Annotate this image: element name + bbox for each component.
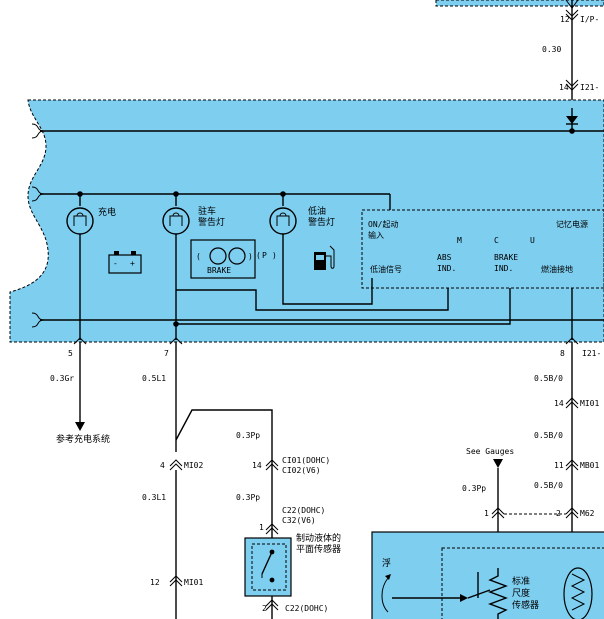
svg-text:(: ( xyxy=(256,251,261,260)
mid-conn-pin: 4 xyxy=(160,461,165,470)
fuel-bulb-icon xyxy=(269,194,373,305)
sender-label-1: 标准 xyxy=(512,575,530,587)
charge-bulb-icon xyxy=(66,194,94,340)
sender-label-2: 尺度 xyxy=(512,587,530,599)
on-start-2: 输入 xyxy=(368,230,384,240)
brake-ind-2: IND. xyxy=(494,264,513,273)
battery-plus: + xyxy=(130,259,135,268)
mcu-box xyxy=(361,209,604,289)
brake-ind-1: BRAKE xyxy=(494,253,518,262)
brake-warning-icon: ( ) BRAKE xyxy=(190,239,256,279)
top-pin-12: 12 xyxy=(560,15,570,24)
brake-pin1: 1 xyxy=(259,523,264,532)
fuel-label-2: 警告灯 xyxy=(308,216,335,228)
brake-c22-a: C22(DOHC) xyxy=(282,506,325,515)
parking-label-1: 驻车 xyxy=(198,205,216,217)
right-c3: M62 xyxy=(580,509,595,518)
parking-label-2: 警告灯 xyxy=(198,216,225,228)
brake-wire2: 0.3Pp xyxy=(236,493,260,502)
mcu-m: M xyxy=(457,236,462,245)
charge-label: 充电 xyxy=(98,206,116,218)
right-c2: MB01 xyxy=(580,461,599,470)
right-w3: 0.5B/0 xyxy=(534,481,563,490)
mid-conn2: MI01 xyxy=(184,578,203,587)
brake-conn-pin: 14 xyxy=(252,461,262,470)
battery-icon: - + xyxy=(108,251,142,274)
right-pin: 8 xyxy=(560,349,565,358)
mcu-u: U xyxy=(530,236,535,245)
right-w1: 0.5B/0 xyxy=(534,374,563,383)
brake-pin2: 2 xyxy=(262,604,267,613)
top-conn-12: I/P- xyxy=(580,15,599,24)
top-pin-14: 14 xyxy=(559,83,569,92)
mid-conn: MI02 xyxy=(184,461,203,470)
right-c2-pin: 11 xyxy=(554,461,564,470)
left-pin: 5 xyxy=(68,349,73,358)
brake-c22-c: C22(DOHC) xyxy=(285,604,328,613)
svg-text:): ) xyxy=(248,252,253,261)
top-wire-030: 0.30 xyxy=(542,45,561,54)
brake-c22-b: C32(V6) xyxy=(282,516,316,525)
mid-wire-color: 0.5L1 xyxy=(142,374,166,383)
left-wire-color: 0.3Gr xyxy=(50,374,74,383)
fuel-label-1: 低油 xyxy=(308,205,326,217)
float-arm-icon xyxy=(381,572,491,613)
abs-2: IND. xyxy=(437,264,456,273)
mid-conn2-pin: 12 xyxy=(150,578,160,587)
heater-coil-icon xyxy=(563,567,593,619)
right-conn: I21- xyxy=(582,349,601,358)
see-gauges: See Gauges xyxy=(466,447,514,456)
right-c3-pin: 2 xyxy=(556,509,561,518)
left-ref: 参考充电系统 xyxy=(56,433,110,445)
sender-panel xyxy=(371,531,604,619)
sender-resistor-icon xyxy=(488,568,508,619)
low-fuel-signal: 低油信号 xyxy=(370,264,402,274)
right-c1-pin: 14 xyxy=(554,399,564,408)
brake-fluid-switch-icon xyxy=(244,537,292,597)
svg-text:(: ( xyxy=(196,252,201,261)
cluster-panel xyxy=(9,99,604,343)
right-c1: MI01 xyxy=(580,399,599,408)
mid-pin: 7 xyxy=(164,349,169,358)
svg-text:): ) xyxy=(272,251,277,260)
fuel-pump-icon xyxy=(314,245,335,270)
sender-label-3: 传感器 xyxy=(512,599,539,611)
brake-text: BRAKE xyxy=(207,266,231,275)
memory-power: 记忆电源 xyxy=(556,219,588,229)
brake-conn-a: CI01(DOHC) xyxy=(282,456,330,465)
on-start-1: ON/起动 xyxy=(368,219,398,229)
abs-1: ABS xyxy=(437,253,452,262)
pp-wire: 0.3Pp xyxy=(462,484,486,493)
pp-pin: 1 xyxy=(484,509,489,518)
brake-wire1: 0.3Pp xyxy=(236,431,260,440)
fuel-gauge-ground: 燃油接地 xyxy=(541,264,573,274)
top-conn-14: I21- xyxy=(580,83,599,92)
p-text: P xyxy=(262,251,267,260)
top-panel xyxy=(435,0,604,7)
sender-float: 浮 xyxy=(382,557,391,569)
brake-label-1: 制动液体的 xyxy=(296,532,341,544)
right-w2: 0.5B/0 xyxy=(534,431,563,440)
mcu-c: C xyxy=(494,236,499,245)
battery-minus: - xyxy=(113,259,118,268)
brake-conn-b: CI02(V6) xyxy=(282,466,321,475)
mid-wire-color2: 0.3L1 xyxy=(142,493,166,502)
brake-label-2: 平面传感器 xyxy=(296,543,341,555)
